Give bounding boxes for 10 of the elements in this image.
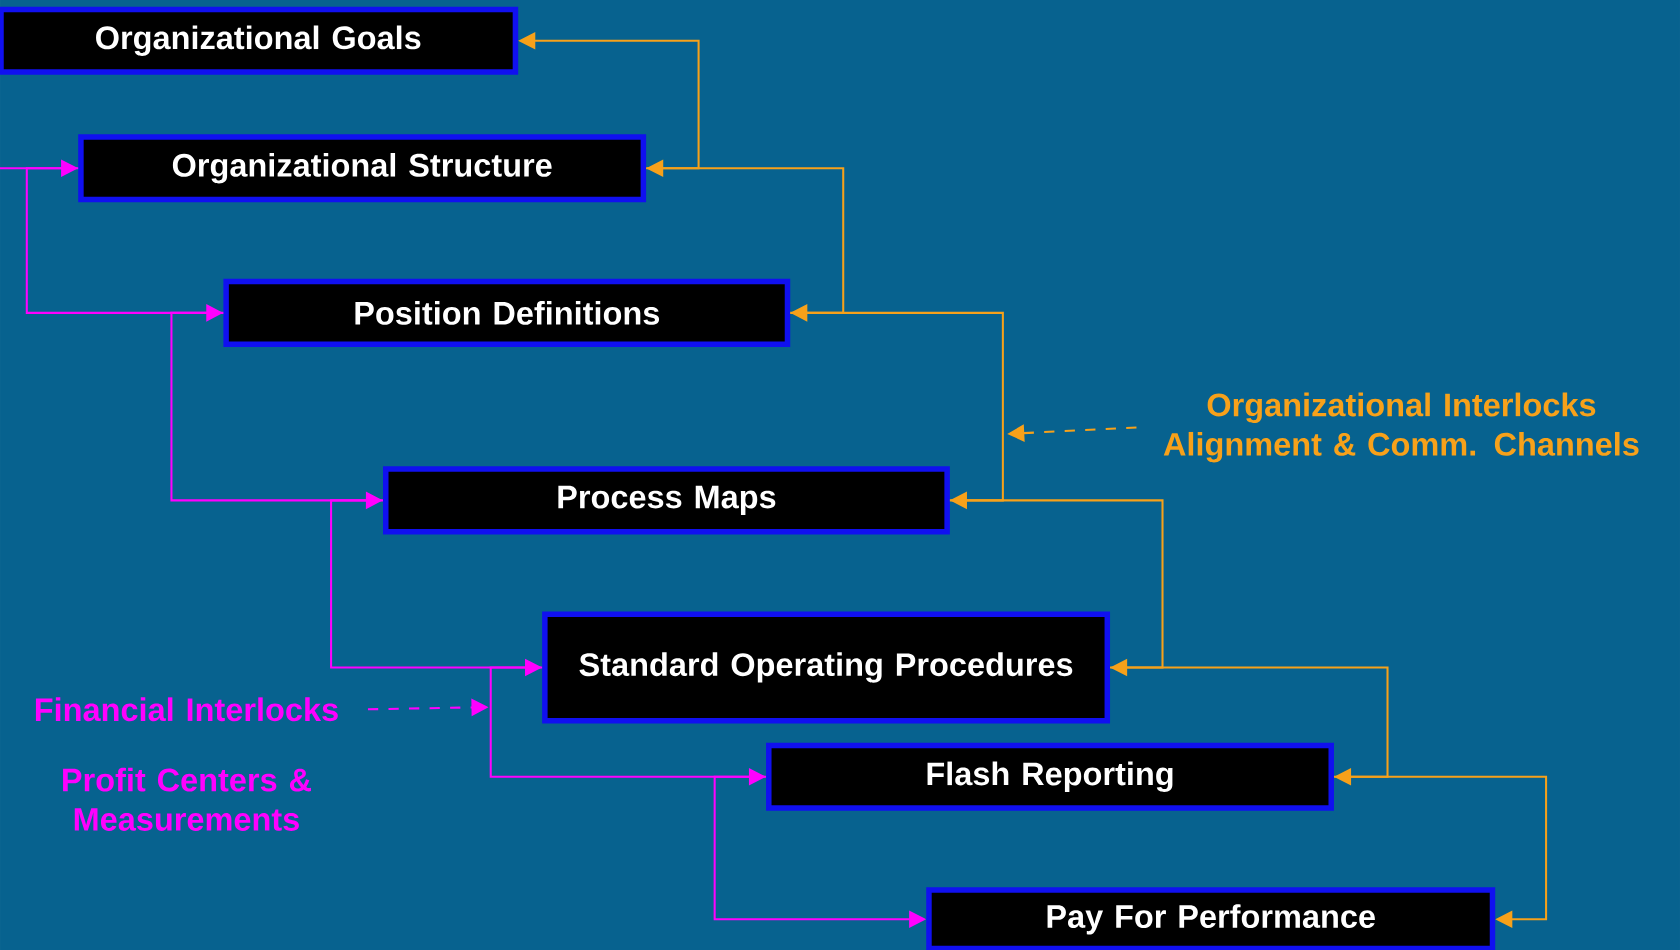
process-box: Position Definitions bbox=[223, 278, 791, 347]
process-box: Organizational Goals bbox=[0, 6, 519, 75]
annotation-text: Organizational Interlocks Alignment & Comm. Channels bbox=[1163, 392, 1639, 463]
process-box: Flash Reporting bbox=[766, 742, 1334, 811]
annotation-text: Financial Interlocks bbox=[35, 697, 338, 722]
process-box: Process Maps bbox=[383, 466, 950, 535]
process-box: Standard Operating Procedures bbox=[542, 611, 1111, 724]
note-text: Profit Centers & Measurements bbox=[63, 767, 311, 831]
process-box: Pay For Performance bbox=[926, 887, 1496, 950]
process-box: Organizational Structure bbox=[78, 134, 647, 203]
